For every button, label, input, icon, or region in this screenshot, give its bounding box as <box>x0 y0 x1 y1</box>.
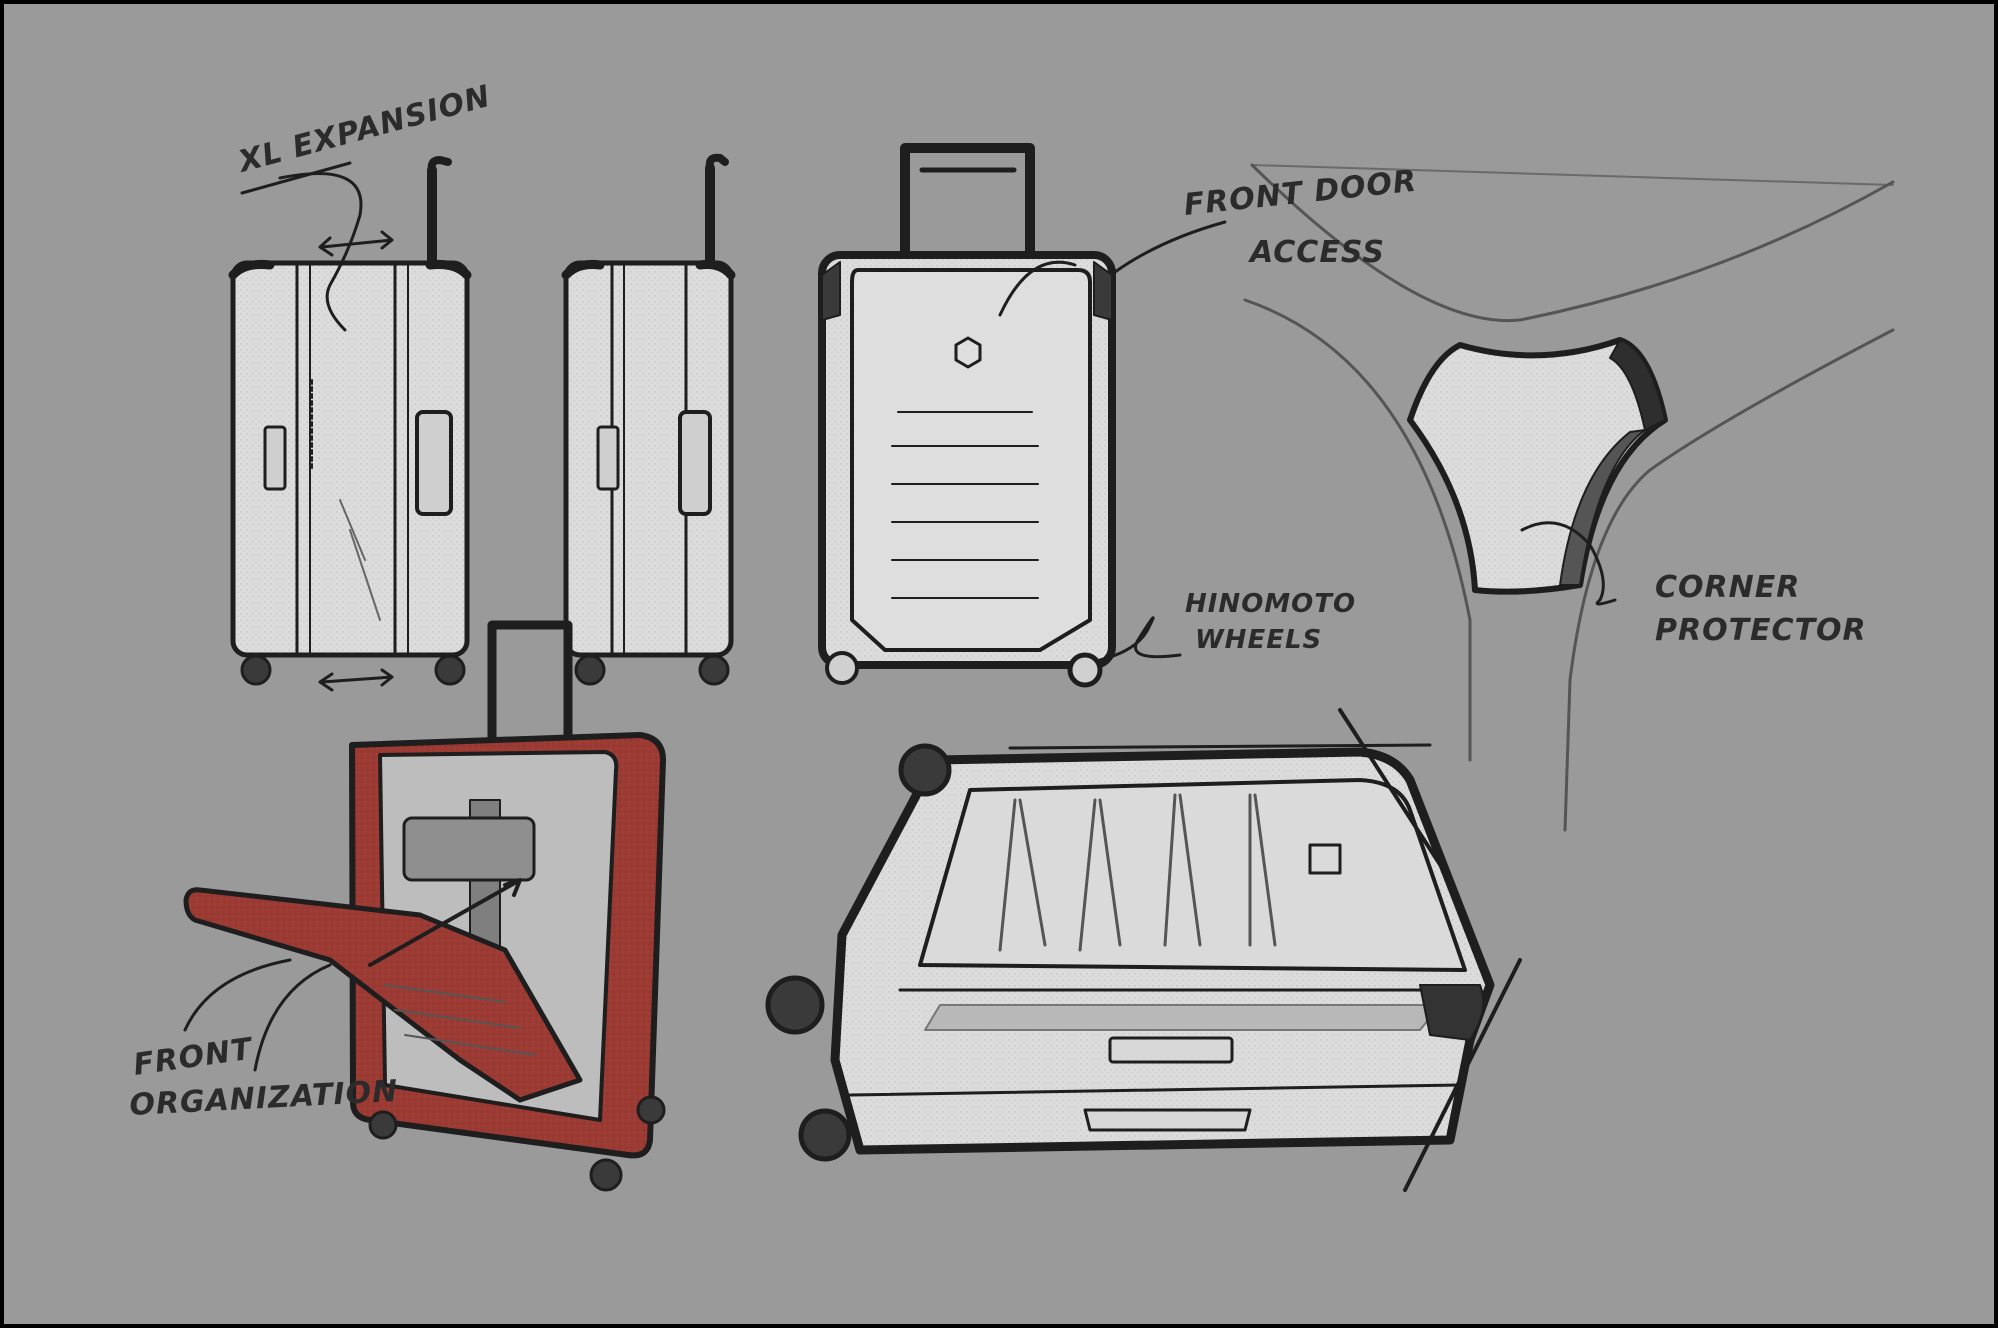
label-wheels: WHEELS <box>1195 625 1322 655</box>
corner-protector-detail <box>1243 163 1895 832</box>
lying-suitcase-top-view <box>765 708 1522 1192</box>
side-view-expansion-suitcase <box>228 156 472 692</box>
label-access: ACCESS <box>1248 235 1385 270</box>
red-front-organization-suitcase <box>183 620 666 1192</box>
annotation-hinomoto-wheels: HINOMOTO WHEELS <box>1185 589 1356 655</box>
front-view-suitcase <box>818 143 1227 688</box>
label-hinomoto: HINOMOTO <box>1185 589 1356 619</box>
annotation-corner-protector: CORNER PROTECTOR <box>1655 570 1867 648</box>
label-corner: CORNER <box>1655 570 1800 605</box>
label-protector: PROTECTOR <box>1655 613 1867 648</box>
side-view-suitcase <box>561 153 736 686</box>
